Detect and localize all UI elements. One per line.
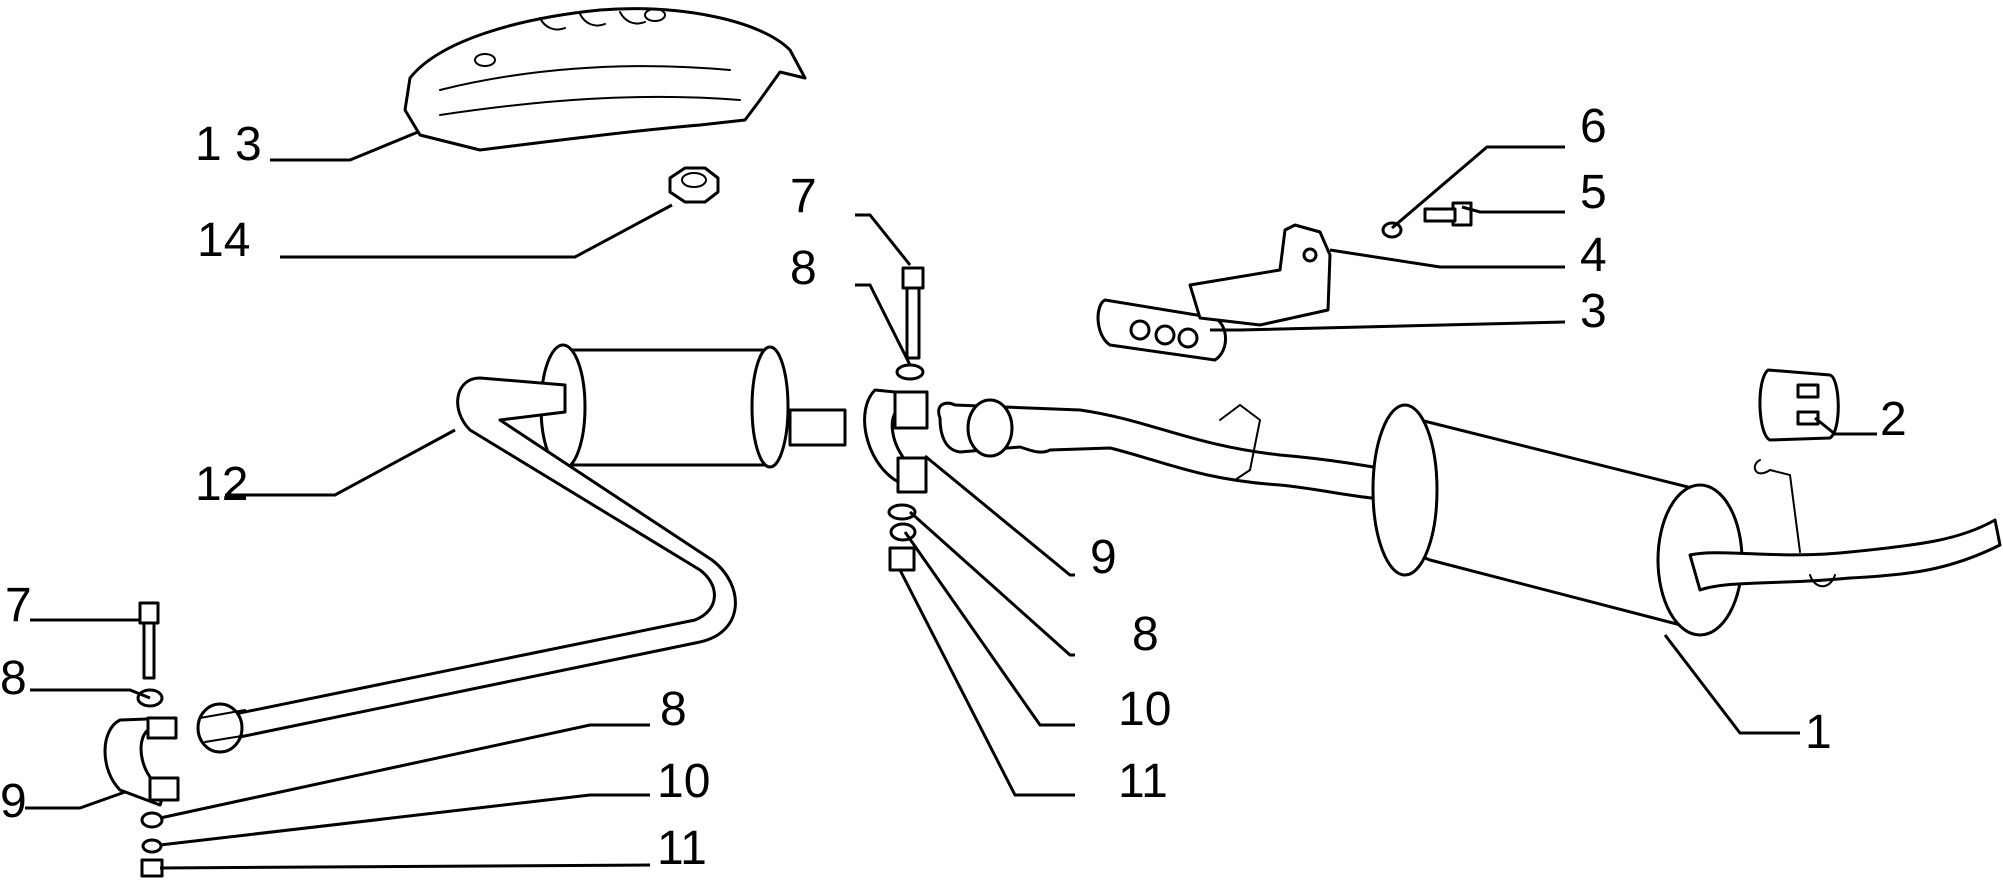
clamp-middle-part bbox=[863, 388, 929, 494]
callout-14: 14 bbox=[197, 214, 250, 267]
callout-8-left: 8 bbox=[0, 652, 27, 705]
callout-11-left: 11 bbox=[657, 822, 707, 875]
leader-lines bbox=[25, 130, 1877, 870]
callout-11-middle: 11 bbox=[1118, 755, 1168, 808]
rubber-hanger-part bbox=[1096, 298, 1227, 362]
callout-9-left: 9 bbox=[0, 775, 27, 828]
callout-2: 2 bbox=[1880, 393, 1907, 446]
callout-8-left-bottom: 8 bbox=[660, 683, 687, 736]
callout-8-middle: 8 bbox=[790, 242, 817, 295]
callout-8-middle-bottom: 8 bbox=[1132, 608, 1159, 661]
front-silencer-pipe-part bbox=[196, 343, 847, 754]
bolt-left-part bbox=[138, 601, 160, 680]
callout-12: 12 bbox=[195, 458, 248, 511]
callout-7-middle: 7 bbox=[790, 170, 817, 223]
callout-3: 3 bbox=[1580, 285, 1607, 338]
callout-6: 6 bbox=[1580, 100, 1607, 153]
heat-shield-part bbox=[403, 7, 807, 152]
nut-part bbox=[668, 166, 720, 204]
rubber-mount-part bbox=[1758, 368, 1840, 442]
callout-10-left: 10 bbox=[657, 755, 710, 808]
callout-7-left: 7 bbox=[5, 579, 32, 632]
callout-10-middle: 10 bbox=[1118, 683, 1171, 736]
bracket-part bbox=[1188, 223, 1332, 327]
callout-1: 1 bbox=[1805, 706, 1832, 759]
clamp-left-part bbox=[103, 716, 180, 807]
washer-right-part bbox=[1381, 221, 1403, 239]
washers-nut-middle-part bbox=[887, 503, 917, 572]
callout-5: 5 bbox=[1580, 166, 1607, 219]
callout-4: 4 bbox=[1580, 229, 1607, 282]
rear-silencer-part bbox=[937, 398, 2002, 637]
callout-9-middle: 9 bbox=[1090, 531, 1117, 584]
callout-13: 1 3 bbox=[195, 118, 262, 171]
